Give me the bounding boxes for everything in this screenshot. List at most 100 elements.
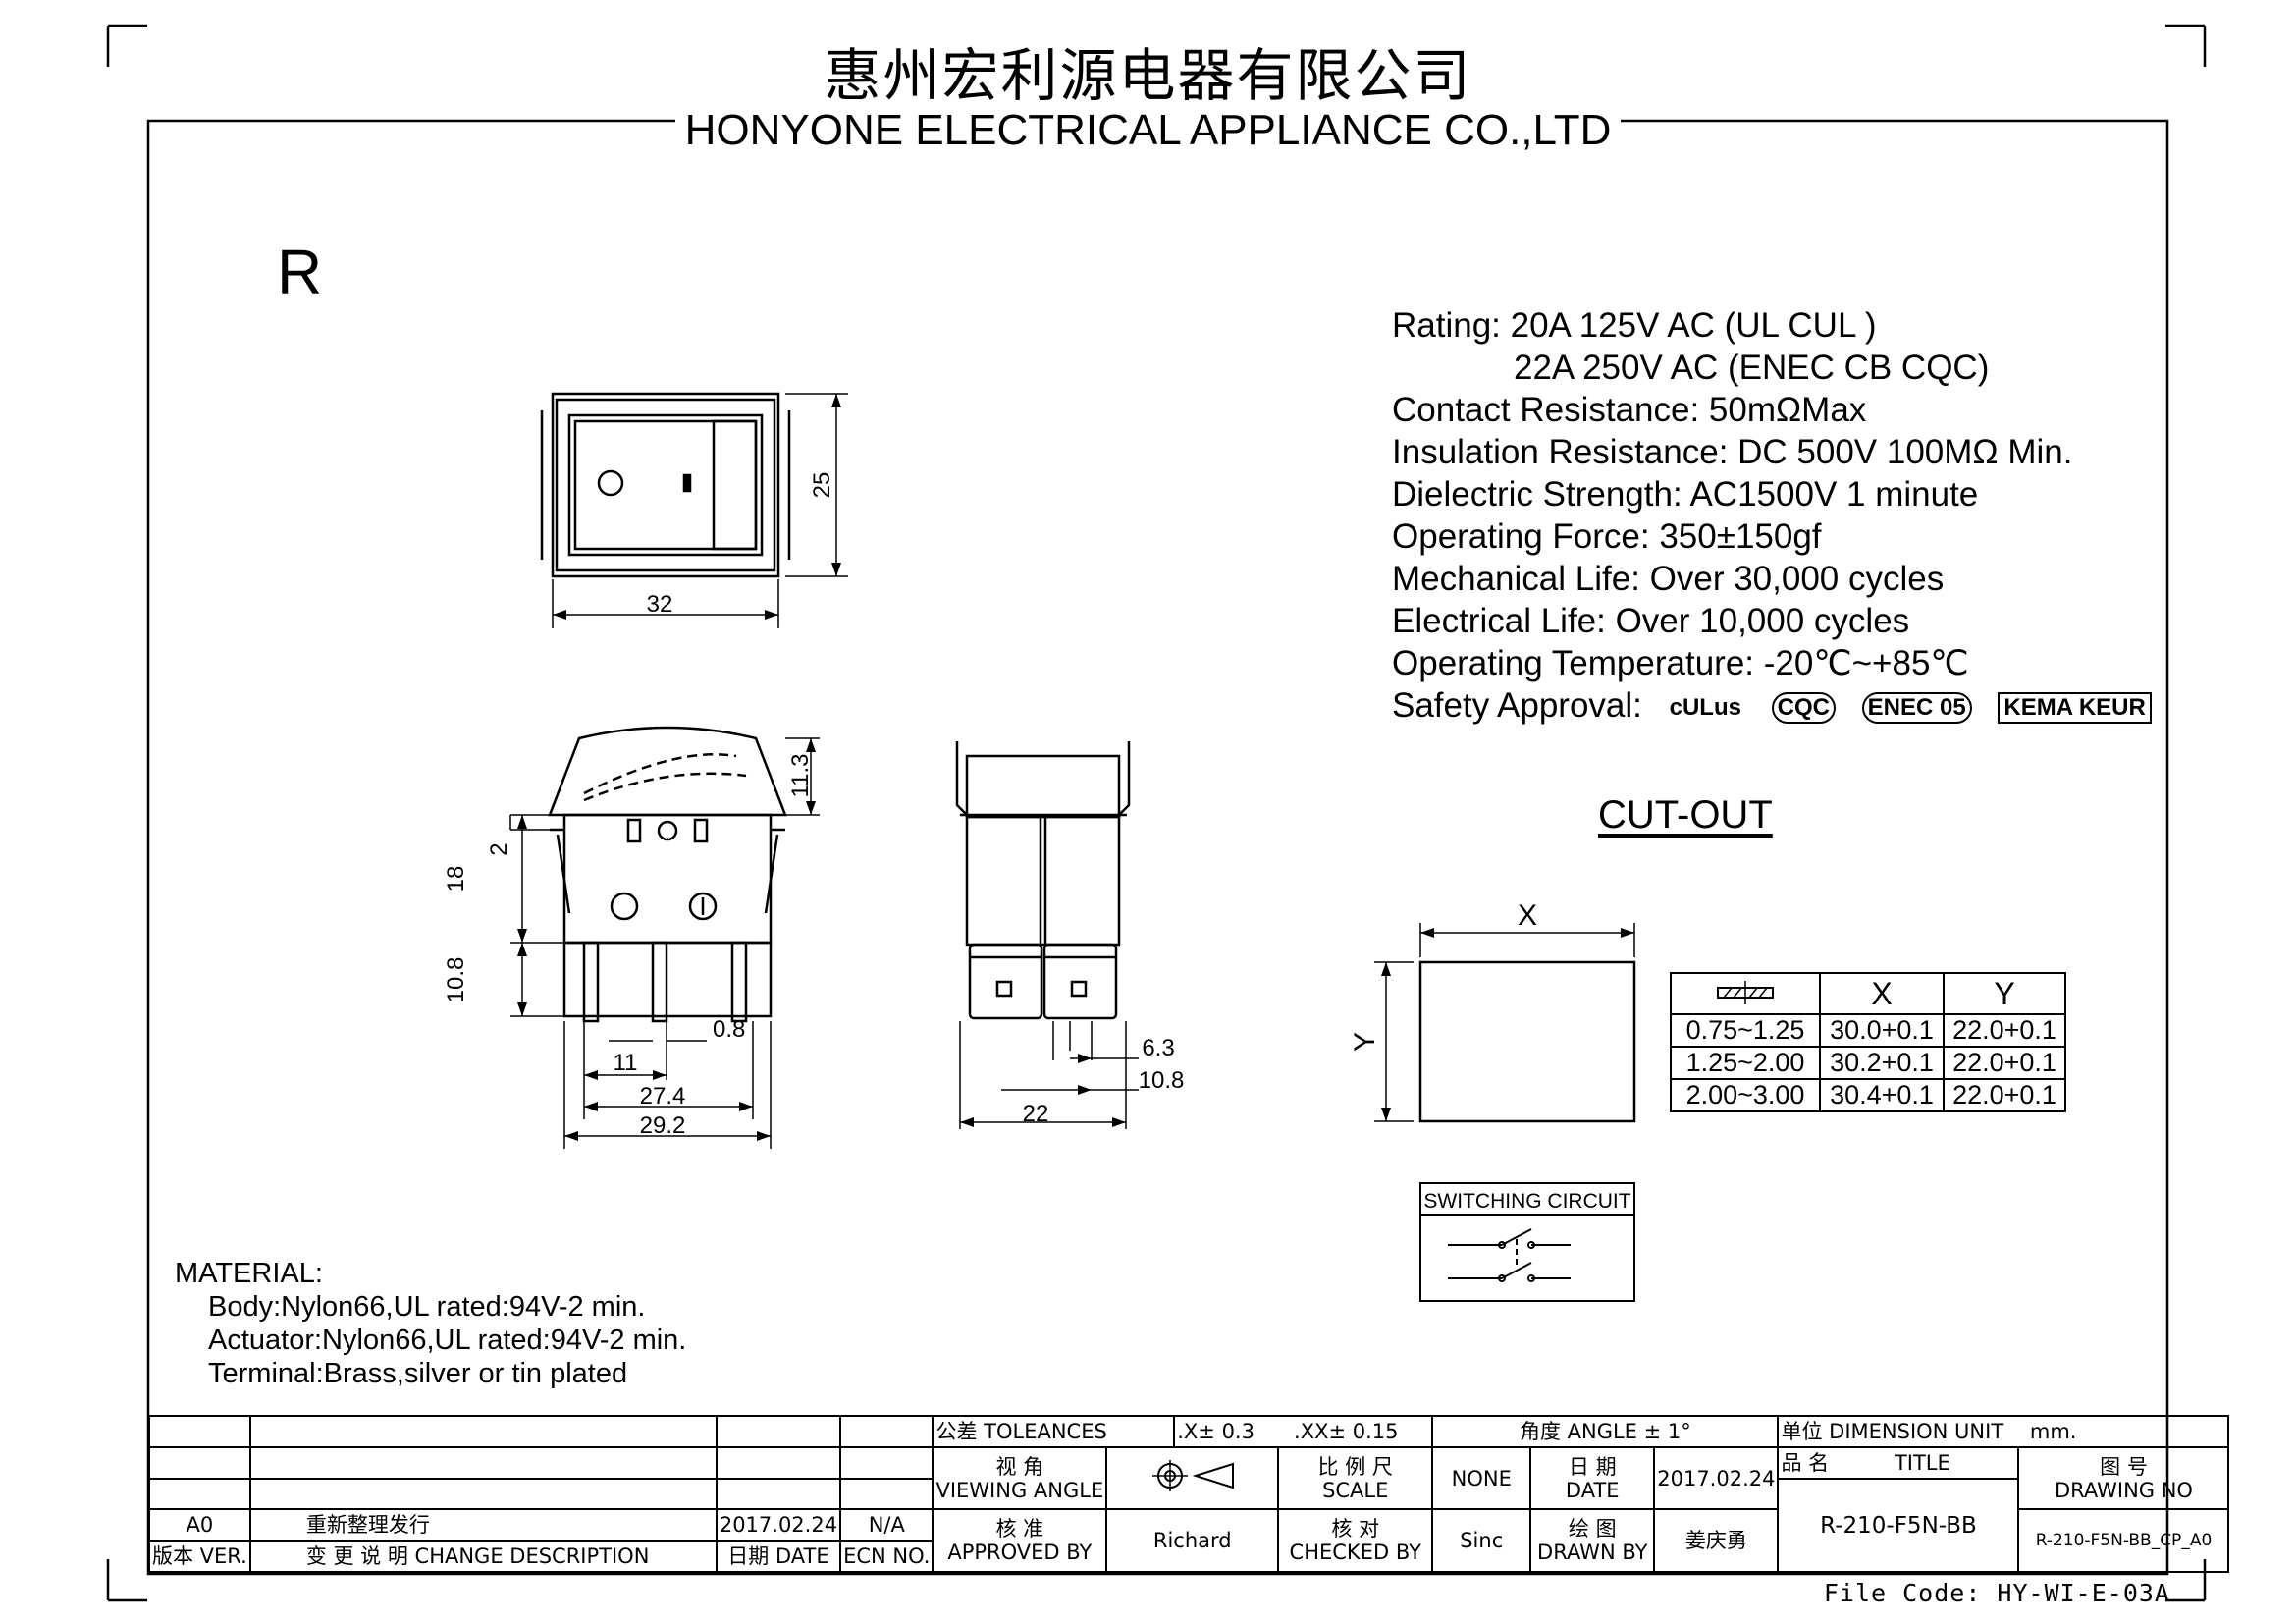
spec-operating-temperature: Operating Temperature: -20℃~+85℃ xyxy=(1392,644,1969,682)
dim-width-outer: 29.2 xyxy=(640,1112,686,1139)
dim-terminal-thickness: 0.8 xyxy=(713,1016,745,1043)
drawn-cn: 绘 图 xyxy=(1568,1517,1617,1541)
scale-cn: 比 例 尺 xyxy=(1317,1454,1393,1479)
ver-label: 版本 VER. xyxy=(148,1540,251,1573)
spec-safety-approval-label: Safety Approval: xyxy=(1392,686,1642,725)
cutout-table: X Y 0.75~1.25 30.0+0.1 22.0+0.1 1.25~2.0… xyxy=(1670,972,2066,1112)
cutout-title: CUT-OUT xyxy=(1598,793,1773,837)
ecn-value: N/A xyxy=(839,1508,934,1542)
tolerance-xx-text: .XX± 0.15 xyxy=(1294,1420,1399,1443)
kema-logo-icon: KEMA KEUR xyxy=(1998,692,2152,725)
drawing-no-cn: 图 号 xyxy=(2100,1454,2148,1479)
ecn-label: ECN NO. xyxy=(839,1540,934,1573)
spec-rating: Rating: 20A 125V AC (UL CUL ) xyxy=(1392,306,1877,345)
dimension-unit-label: 单位 DIMENSION UNIT xyxy=(1781,1420,2004,1443)
checked-en: CHECKED BY xyxy=(1289,1541,1421,1564)
tolerance-x: .X± 0.3 .XX± 0.15 xyxy=(1174,1415,1434,1448)
dim-cutout-y: Y xyxy=(1349,1032,1381,1052)
title-block-row-3: R-210-F5N-BB xyxy=(148,1478,2228,1573)
cutout-y-value: 22.0+0.1 xyxy=(1943,1046,2066,1080)
approved-value: Richard xyxy=(1105,1508,1280,1573)
scale-en: SCALE xyxy=(1322,1478,1389,1502)
spec-operating-force: Operating Force: 350±150gf xyxy=(1392,517,1822,556)
tb-empty xyxy=(715,1478,842,1510)
ul-logo-icon: cULus xyxy=(1669,694,1741,722)
corner-mark-bl xyxy=(106,1559,147,1602)
tb-empty xyxy=(148,1478,251,1510)
tb-empty xyxy=(715,1446,842,1480)
dim-side-terminal-width: 6.3 xyxy=(1142,1035,1174,1061)
cutout-y-value: 22.0+0.1 xyxy=(1943,1013,2066,1048)
dim-side-depth: 22 xyxy=(1023,1101,1049,1127)
tb-empty xyxy=(248,1446,718,1480)
file-code: File Code: HY-WI-E-03A xyxy=(1823,1579,2170,1607)
title-en: TITLE xyxy=(1894,1451,1950,1475)
dim-terminal-length: 10.8 xyxy=(443,957,469,1003)
dim-actuator-height: 11.3 xyxy=(787,754,814,798)
table-row: 1.25~2.00 30.2+0.1 22.0+0.1 xyxy=(1670,1046,2066,1080)
company-name-en: HONYONE ELECTRICAL APPLIANCE CO.,LTD xyxy=(0,106,2296,155)
title-cn: 品 名 xyxy=(1781,1451,1830,1475)
dim-cutout-x: X xyxy=(1518,899,1537,932)
spec-electrical-life: Electrical Life: Over 10,000 cycles xyxy=(1392,602,1910,640)
scale-value: NONE xyxy=(1431,1446,1532,1510)
table-row: 2.00~3.00 30.4+0.1 22.0+0.1 xyxy=(1670,1078,2066,1112)
tolerance-angle: 角度 ANGLE ± 1° xyxy=(1431,1415,1780,1448)
spec-contact-resistance: Contact Resistance: 50mΩMax xyxy=(1392,391,1867,429)
material-terminal: Terminal:Brass,silver or tin plated xyxy=(208,1358,628,1389)
cutout-header-x: X xyxy=(1819,972,1945,1015)
checked-value: Sinc xyxy=(1431,1508,1532,1573)
approved-en: APPROVED BY xyxy=(947,1541,1093,1564)
approval-logos: cULus CQC ENEC 05 KEMA KEUR xyxy=(1666,686,2171,729)
date-cn: 日 期 xyxy=(1568,1454,1617,1479)
cutout-header-row: X Y xyxy=(1670,972,2066,1015)
table-row: 0.75~1.25 30.0+0.1 22.0+0.1 xyxy=(1670,1013,2066,1048)
tb-empty xyxy=(839,1446,934,1480)
tb-empty xyxy=(248,1478,718,1510)
title-block-row-5: 版本 VER. 变 更 说 明 CHANGE DESCRIPTION 日期 DA… xyxy=(148,1540,2228,1573)
dim-offset: 2 xyxy=(486,842,512,855)
tb-empty xyxy=(148,1446,251,1480)
date-value: 2017.02.24 xyxy=(1653,1446,1780,1510)
approved-cn: 核 准 xyxy=(995,1517,1044,1541)
title-block-row-1: 公差 TOLEANCES .X± 0.3 .XX± 0.15 角度 ANGLE … xyxy=(148,1415,2230,1448)
specifications: Rating: 20A 125V AC (UL CUL ) 22A 250V A… xyxy=(1392,304,2171,729)
cutout-thickness: 1.25~2.00 xyxy=(1670,1046,1821,1080)
dim-top-height: 25 xyxy=(809,472,835,499)
enec-logo-icon: ENEC 05 xyxy=(1861,692,1972,725)
corner-mark-tl xyxy=(106,24,147,67)
change-description-label: 变 更 说 明 CHANGE DESCRIPTION xyxy=(248,1540,718,1573)
cutout-x-value: 30.0+0.1 xyxy=(1819,1013,1945,1048)
date-column-label: 日期 DATE xyxy=(715,1540,842,1573)
spec-rating-2: 22A 250V AC (ENEC CB CQC) xyxy=(1514,349,1990,387)
viewing-angle-cn: 视 角 xyxy=(995,1454,1044,1479)
title-value: R-210-F5N-BB xyxy=(1777,1478,2020,1573)
dim-width-inner: 27.4 xyxy=(640,1083,686,1110)
change-value: 重新整理发行 xyxy=(248,1508,718,1542)
dim-body-height: 18 xyxy=(443,866,469,893)
company-name-cn: 惠州宏利源电器有限公司 xyxy=(824,42,1472,109)
corner-mark-tr xyxy=(2165,24,2207,67)
title-block: 公差 TOLEANCES .X± 0.3 .XX± 0.15 角度 ANGLE … xyxy=(148,1415,2230,1573)
third-angle-projection-icon xyxy=(1151,1460,1234,1491)
revision-date-value: 2017.02.24 xyxy=(715,1508,842,1542)
cutout-thickness: 2.00~3.00 xyxy=(1670,1078,1821,1112)
revision-value: A0 xyxy=(148,1508,251,1542)
dim-pin-spacing: 11 xyxy=(614,1050,638,1076)
cutout-drawing xyxy=(1374,923,1636,1123)
spec-dielectric-strength: Dielectric Strength: AC1500V 1 minute xyxy=(1392,475,1979,514)
viewing-angle-en: VIEWING ANGLE xyxy=(935,1478,1104,1502)
dim-side-terminal-span: 10.8 xyxy=(1139,1067,1185,1094)
spec-mechanical-life: Mechanical Life: Over 30,000 cycles xyxy=(1392,560,1945,598)
material-title: MATERIAL: xyxy=(175,1258,323,1289)
switching-circuit-box xyxy=(1419,1182,1635,1302)
drawn-value: 姜庆勇 xyxy=(1653,1508,1780,1573)
